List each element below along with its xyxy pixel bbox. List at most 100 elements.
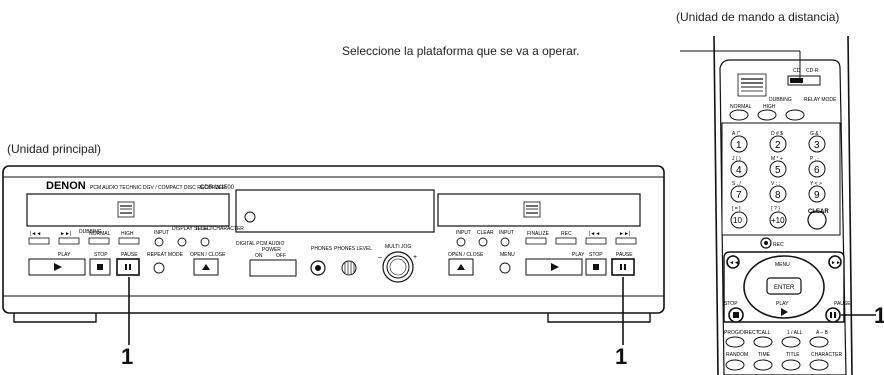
key-8[interactable] [769, 185, 787, 203]
remote-high-button[interactable] [757, 109, 777, 121]
right-input2-button[interactable] [500, 237, 510, 247]
left-eject-icon [202, 264, 210, 270]
prog-direct-button[interactable] [725, 336, 745, 348]
left-next-label: ►►| [60, 231, 71, 237]
remote-play-icon [781, 308, 788, 316]
key-9-label: 9 [814, 190, 820, 201]
one-all-label: 1 / ALL [787, 330, 803, 336]
power-off-label: OFF [276, 253, 286, 259]
key-3-label: 3 [814, 140, 820, 151]
power-button[interactable] [249, 259, 297, 277]
left-pause-icon [129, 264, 131, 270]
left-prev-button[interactable] [28, 237, 50, 245]
tag-2: D # $ [771, 131, 783, 137]
left-stop-label: STOP [94, 252, 108, 258]
remote-prev-button[interactable] [726, 255, 740, 269]
remote-enter-button[interactable] [766, 277, 802, 295]
right-open-close-label: OPEN / CLOSE [448, 252, 484, 258]
left-cd-logo-icon [117, 201, 135, 218]
left-open-close-label: OPEN / CLOSE [190, 252, 226, 258]
key-clear-label: CLEAR [808, 209, 829, 215]
remote-normal-button[interactable] [729, 109, 749, 121]
key-10-label: 10 [733, 216, 742, 225]
call-button[interactable] [753, 336, 773, 348]
remote-pause-label: PAUSE [834, 301, 851, 307]
normal-remote-label: NORMAL [730, 104, 752, 110]
dubbing-normal-button[interactable] [88, 237, 110, 245]
right-cd-logo-icon [523, 201, 541, 218]
left-input-button[interactable] [154, 237, 164, 247]
key-2[interactable] [769, 135, 787, 153]
rec-button[interactable] [555, 237, 577, 245]
tag-6: P , - [810, 156, 819, 162]
remote-pause-callout: 1 [874, 303, 884, 328]
remote-relay-button[interactable] [785, 109, 805, 121]
key-5[interactable] [769, 160, 787, 178]
left-next-button[interactable] [58, 237, 80, 245]
repeat-mode-label: REPEAT MODE [147, 252, 184, 258]
center-fine-print: DIGITAL PCM AUDIO [236, 241, 284, 247]
remote-pause-button[interactable] [825, 307, 841, 323]
one-all-button[interactable] [781, 336, 801, 348]
right-pause-callout: 1 [615, 344, 628, 369]
key-6-label: 6 [814, 165, 820, 176]
key-7[interactable] [730, 185, 748, 203]
dubbing-high-button[interactable] [118, 237, 140, 245]
prog-direct-label: PROG/DIRECT [724, 330, 759, 336]
display-select-button[interactable] [177, 237, 187, 247]
title-character-button[interactable] [200, 237, 210, 247]
key-3[interactable] [808, 135, 826, 153]
title-label: TITLE [786, 352, 800, 358]
key-plus10[interactable] [769, 211, 787, 229]
repeat-mode-button[interactable] [153, 262, 165, 274]
right-next-label: ►►| [619, 231, 630, 237]
key-4[interactable] [730, 160, 748, 178]
time-button[interactable] [753, 359, 773, 371]
key-4-label: 4 [736, 165, 742, 176]
tag-3: G & ' [810, 131, 821, 137]
key-7-label: 7 [736, 190, 742, 201]
svg-text:+: + [413, 254, 417, 261]
right-pause-icon [624, 264, 626, 270]
key-2-label: 2 [775, 140, 781, 151]
right-next-button[interactable] [615, 237, 637, 245]
right-stop-icon [593, 264, 599, 270]
key-9[interactable] [808, 185, 826, 203]
left-input-label: INPUT [154, 230, 169, 236]
a-b-button[interactable] [809, 336, 829, 348]
power-on-label: ON [255, 253, 263, 259]
phones-level-label: PHONES LEVEL [334, 246, 372, 252]
power-label: POWER [262, 247, 281, 253]
key-1[interactable] [730, 135, 748, 153]
cd-cdr-switch-knob[interactable] [790, 78, 803, 83]
left-play-label: PLAY [58, 252, 71, 258]
phones-level-knob[interactable] [341, 260, 357, 276]
main-unit: DENON PCM AUDIO TECHNIC DGV / COMPACT DI… [2, 165, 665, 345]
finalize-label: FINALIZE [527, 231, 550, 237]
remote-next-button[interactable] [828, 255, 842, 269]
key-clear[interactable] [807, 210, 827, 230]
remote-prev-icon: ◄◄ [729, 260, 739, 266]
title-button[interactable] [781, 359, 801, 371]
dubbing-remote-label: DUBBING [769, 97, 792, 103]
tag-9: Y < > [810, 181, 822, 187]
multi-jog-label: MULTI JOG [385, 244, 411, 250]
menu-button[interactable] [499, 262, 511, 274]
finalize-button[interactable] [525, 237, 547, 245]
left-deck-controls: DUBBING |◄◄ ►►| NORMAL HIGH INPUT DISPLA… [28, 226, 244, 276]
random-button[interactable] [725, 359, 745, 371]
right-prev-button[interactable] [585, 237, 607, 245]
key-10[interactable] [730, 211, 748, 229]
right-input-button[interactable] [456, 237, 466, 247]
tag-8: V : ; [771, 181, 780, 187]
character-button[interactable] [809, 359, 829, 371]
remote-stop-label: STOP [724, 301, 738, 307]
right-pause-button[interactable] [611, 258, 635, 276]
left-pause-button[interactable] [116, 258, 140, 276]
right-eject-icon [457, 264, 465, 270]
left-pause-callout: 1 [121, 344, 134, 369]
key-6[interactable] [808, 160, 826, 178]
clear-button[interactable] [478, 237, 488, 247]
cd-cdr-switch[interactable] [787, 75, 821, 86]
